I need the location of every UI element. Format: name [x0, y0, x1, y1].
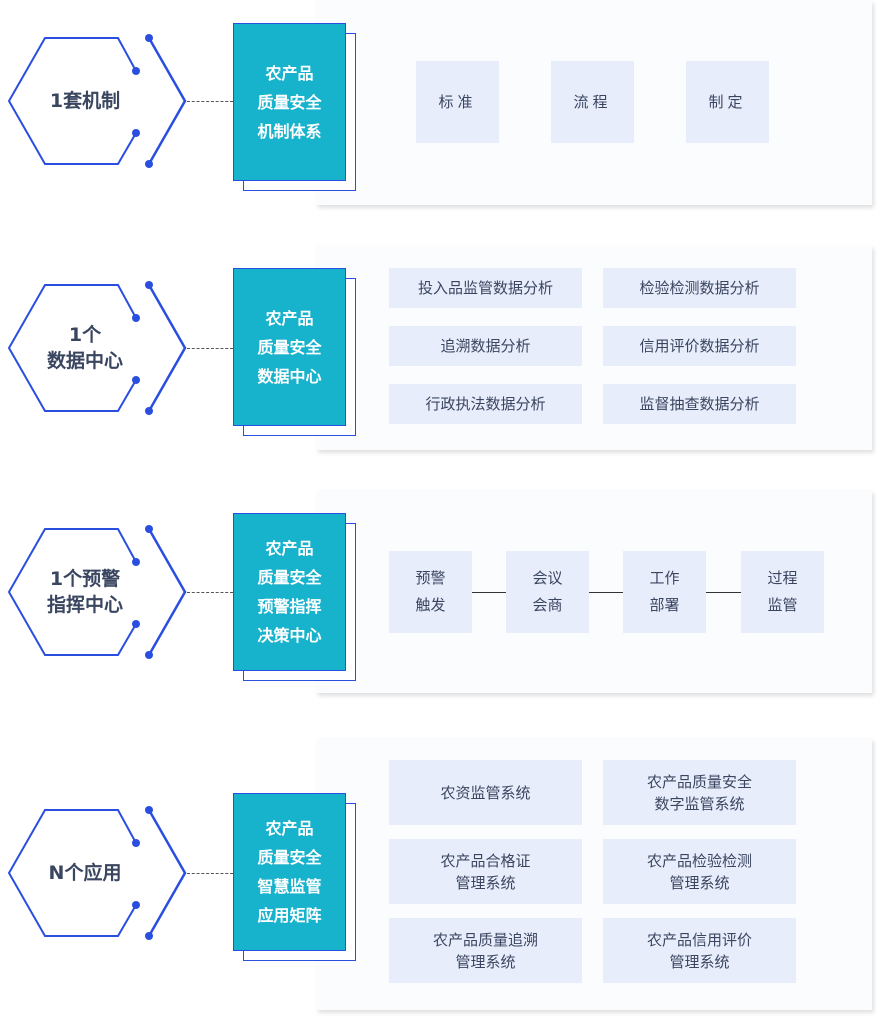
item-box: 农产品合格证管理系统 — [389, 839, 582, 904]
flow-connector — [589, 592, 623, 593]
item-label-line: 农产品检验检测 — [646, 851, 752, 870]
item-label-line: 管理系统 — [669, 873, 730, 892]
item-label-line: 管理系统 — [669, 952, 730, 971]
item-box: 流程 — [551, 61, 634, 143]
hexagon-icon — [7, 525, 187, 659]
book-title-line: 农产品 — [265, 539, 314, 558]
book-title-line: 决策中心 — [257, 626, 322, 645]
item-box: 制定 — [686, 61, 769, 143]
book-title-line: 农产品 — [265, 63, 314, 83]
item-label-line: 会议 — [532, 569, 563, 587]
item-label-line: 预警 — [415, 569, 446, 587]
item-box: 农产品质量安全数字监管系统 — [603, 760, 796, 825]
hex-label-line: 指挥中心 — [46, 594, 123, 616]
item-label: 检验检测数据分析 — [639, 279, 760, 297]
item-label-line: 农资监管系统 — [440, 783, 531, 802]
book-title-line: 质量安全 — [257, 848, 322, 867]
item-box: 农产品信用评价管理系统 — [603, 918, 796, 983]
book-title-line: 质量安全 — [257, 92, 322, 112]
item-label-line: 管理系统 — [455, 952, 516, 971]
item-box: 农产品质量追溯管理系统 — [389, 918, 582, 983]
item-label-line: 管理系统 — [455, 873, 516, 892]
item-label: 监督抽查数据分析 — [639, 395, 760, 413]
hex-label: 1个预警指挥中心 — [10, 566, 160, 618]
item-label-line: 数字监管系统 — [654, 794, 745, 813]
book-title-line: 预警指挥 — [257, 597, 322, 616]
item-label-line: 监管 — [767, 596, 798, 614]
book-card: 农产品质量安全数据中心 — [233, 268, 356, 436]
item-box: 过程监管 — [741, 551, 824, 633]
dashed-connector — [187, 592, 233, 593]
hexagon-icon — [7, 34, 187, 168]
item-label: 制定 — [708, 93, 747, 111]
hexagon-icon — [7, 281, 187, 415]
book-title-line: 智慧监管 — [257, 877, 322, 896]
item-box: 会议会商 — [506, 551, 589, 633]
dashed-connector — [187, 348, 233, 349]
item-box: 工作部署 — [623, 551, 706, 633]
item-label: 流程 — [573, 93, 612, 111]
book-card: 农产品质量安全预警指挥决策中心 — [233, 513, 356, 681]
item-box: 监督抽查数据分析 — [603, 384, 796, 424]
hexagon-icon — [7, 806, 187, 940]
book-title-line: 数据中心 — [257, 366, 322, 386]
hex-label-line: 1个 — [68, 324, 102, 346]
hex-label-line: 1个预警 — [49, 568, 121, 590]
flow-connector — [472, 592, 506, 593]
item-box: 农产品检验检测管理系统 — [603, 839, 796, 904]
book-front: 农产品质量安全智慧监管应用矩阵 — [233, 793, 346, 951]
hex-label-line: 1套机制 — [49, 90, 121, 112]
hex-label: N个应用 — [10, 860, 160, 886]
hex-label-line: N个应用 — [48, 862, 122, 884]
book-card: 农产品质量安全机制体系 — [233, 23, 356, 191]
item-label: 投入品监管数据分析 — [417, 279, 553, 297]
hex-label: 1套机制 — [10, 88, 160, 114]
item-label: 追溯数据分析 — [440, 337, 531, 355]
item-box: 农资监管系统 — [389, 760, 582, 825]
book-front: 农产品质量安全机制体系 — [233, 23, 346, 181]
book-card: 农产品质量安全智慧监管应用矩阵 — [233, 793, 356, 961]
book-title-line: 应用矩阵 — [257, 906, 322, 925]
dashed-connector — [187, 873, 233, 874]
item-label-line: 农产品质量追溯 — [432, 930, 538, 949]
item-label: 行政执法数据分析 — [425, 395, 546, 413]
book-title-line: 质量安全 — [257, 568, 322, 587]
book-title-line: 机制体系 — [257, 121, 322, 141]
book-title-line: 质量安全 — [257, 337, 322, 357]
item-box: 标准 — [416, 61, 499, 143]
item-box: 检验检测数据分析 — [603, 268, 796, 308]
item-label: 标准 — [438, 93, 477, 111]
item-label-line: 工作 — [649, 569, 680, 587]
hex-label: 1个数据中心 — [10, 322, 160, 374]
dashed-connector — [187, 101, 233, 102]
item-label-line: 触发 — [415, 596, 446, 614]
item-label: 信用评价数据分析 — [639, 337, 760, 355]
book-title-line: 农产品 — [265, 308, 314, 328]
item-label-line: 农产品信用评价 — [646, 930, 752, 949]
item-label-line: 部署 — [649, 596, 680, 614]
item-box: 预警触发 — [389, 551, 472, 633]
item-label-line: 过程 — [767, 569, 798, 587]
item-box: 投入品监管数据分析 — [389, 268, 582, 308]
book-front: 农产品质量安全预警指挥决策中心 — [233, 513, 346, 671]
item-box: 追溯数据分析 — [389, 326, 582, 366]
item-box: 信用评价数据分析 — [603, 326, 796, 366]
item-label-line: 农产品质量安全 — [646, 772, 752, 791]
hex-label-line: 数据中心 — [46, 350, 123, 372]
flow-connector — [706, 592, 741, 593]
item-label-line: 农产品合格证 — [440, 851, 531, 870]
item-label-line: 会商 — [532, 596, 563, 614]
book-front: 农产品质量安全数据中心 — [233, 268, 346, 426]
item-box: 行政执法数据分析 — [389, 384, 582, 424]
book-title-line: 农产品 — [265, 819, 314, 838]
